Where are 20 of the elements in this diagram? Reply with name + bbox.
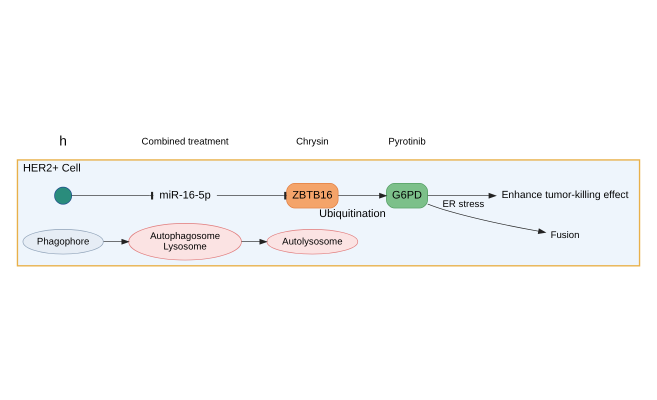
node-ellipse: Autolysosome — [266, 228, 358, 254]
arrow — [428, 192, 497, 198]
arrow — [427, 203, 546, 234]
node-text: Enhance tumor-killing effect — [502, 190, 628, 201]
edge-label: ER stress — [442, 198, 484, 210]
node-ellipse: Autophagosome Lysosome — [128, 222, 242, 260]
arrow — [338, 192, 388, 198]
node-text: Fusion — [550, 230, 580, 241]
node-text: miR-16-5p — [159, 188, 211, 201]
label: Chrysin — [296, 136, 329, 148]
node-box: ZBTB16 — [286, 182, 338, 208]
node-ellipse: Phagophore — [22, 228, 104, 254]
node-label: Ubiquitination — [319, 207, 386, 220]
node-box: G6PD — [386, 182, 428, 208]
label: Combined treatment — [142, 136, 229, 148]
node-circle — [54, 186, 72, 204]
arrow — [241, 238, 268, 244]
label: h — [59, 133, 67, 148]
arrow — [103, 238, 130, 244]
label: Pyrotinib — [388, 136, 426, 148]
